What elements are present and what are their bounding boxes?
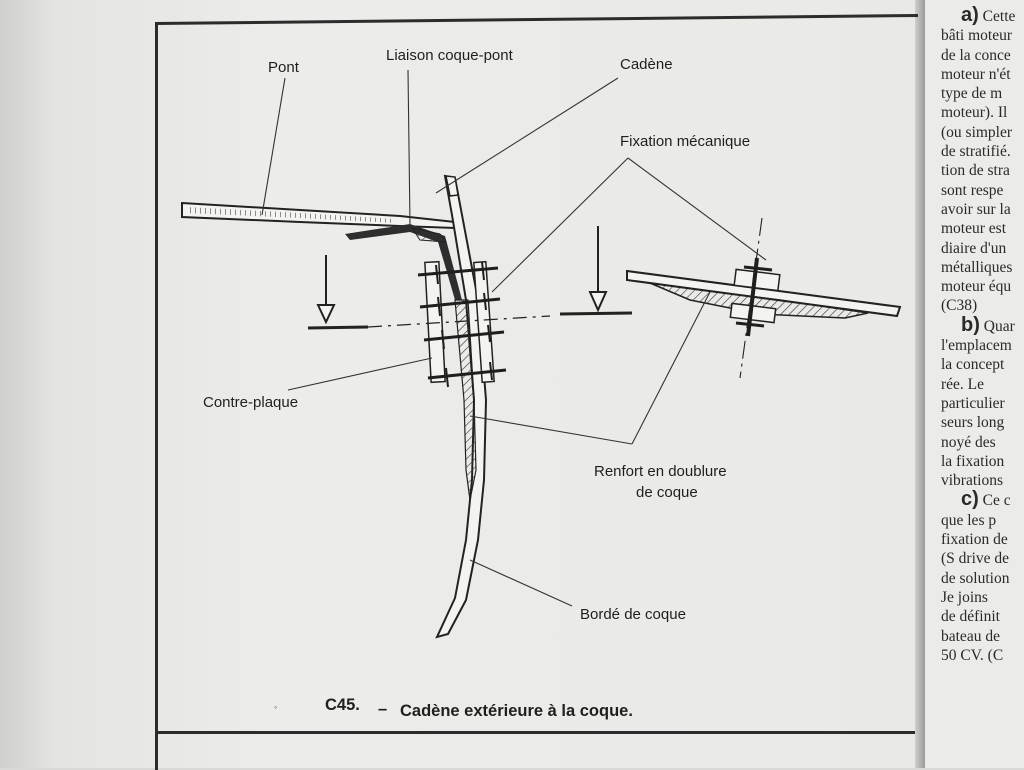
right-page-line: de stratifié. <box>941 142 1024 161</box>
caption-mark: ◦ <box>274 702 277 712</box>
line-text: noyé des <box>941 433 996 451</box>
line-text: de définit <box>941 608 1000 626</box>
backing-plate <box>424 260 495 384</box>
right-page-line: sont respe <box>941 181 1024 200</box>
right-page-line: a) Cette <box>961 4 1024 26</box>
caption-dash: – <box>378 700 387 718</box>
right-page-line: (C38) <box>941 296 1024 315</box>
line-text: (ou simpler <box>941 123 1013 141</box>
label-liaison-coque-pont: Liaison coque-pont <box>386 47 514 64</box>
right-page-line: particulier <box>941 394 1024 413</box>
line-text: (S drive de <box>941 550 1010 568</box>
right-page-line: vibrations <box>941 471 1024 490</box>
line-text: seurs long <box>941 414 1005 432</box>
line-text: Cette <box>978 8 1016 25</box>
line-text: moteur n'ét <box>941 65 1011 83</box>
line-text: métalliques <box>941 258 1013 276</box>
right-page-line: fixation de <box>941 530 1024 549</box>
line-text: Quar <box>979 317 1015 335</box>
line-text: la concept <box>941 356 1005 374</box>
label-fixation-mecanique: Fixation mécanique <box>620 133 750 150</box>
section-view <box>626 217 902 379</box>
right-page-line: noyé des <box>941 433 1024 452</box>
line-text: tion de stra <box>941 162 1010 180</box>
line-text: particulier <box>941 394 1005 412</box>
label-renfort-line1: Renfort en doublure <box>594 463 727 480</box>
hull-deck-joint <box>345 224 462 300</box>
right-page-line: moteur équ <box>941 277 1024 296</box>
line-text: de solution <box>941 569 1010 587</box>
right-page-line: c) Ce c <box>961 488 1024 511</box>
right-page-line: b) Quar <box>961 313 1024 336</box>
bolts <box>417 261 507 388</box>
right-page-line: de la conce <box>941 46 1024 65</box>
right-page-line: 50 CV. (C <box>941 646 1024 665</box>
right-page-line: type de m <box>941 84 1024 103</box>
line-text: vibrations <box>941 472 1003 490</box>
line-text: moteur équ <box>941 278 1012 296</box>
line-text: que les p <box>941 511 997 529</box>
line-text: l'emplacem <box>941 337 1012 355</box>
right-page-line: bâti moteur <box>941 26 1024 45</box>
hull-plating <box>435 174 488 639</box>
line-text: bateau de <box>941 627 1000 645</box>
right-page-line: la fixation <box>941 452 1024 471</box>
deck-shape <box>181 201 456 230</box>
label-pont: Pont <box>268 59 300 76</box>
figure-frame-bottom-rule <box>155 731 915 734</box>
right-page-line: Je joins <box>941 588 1024 607</box>
left-book-page <box>0 0 922 768</box>
caption-text: Cadène extérieure à la coque. <box>400 702 633 720</box>
right-page-line: bateau de <box>941 627 1024 646</box>
leader-lines <box>261 69 767 607</box>
right-page-line: (S drive de <box>941 549 1024 568</box>
label-contre-plaque: Contre-plaque <box>203 394 298 411</box>
right-page-line: métalliques <box>941 258 1024 277</box>
paragraph-letter: b) <box>961 313 980 336</box>
right-page-line: moteur n'ét <box>941 65 1024 84</box>
right-page-line: rée. Le <box>941 375 1024 394</box>
label-cadene: Cadène <box>620 56 673 73</box>
line-text: de la conce <box>941 46 1011 64</box>
right-page-line: tion de stra <box>941 161 1024 180</box>
paragraph-letter: a) <box>961 4 979 26</box>
line-text: avoir sur la <box>941 200 1011 218</box>
line-text: de stratifié. <box>941 143 1011 161</box>
paragraph-letter: c) <box>961 488 979 511</box>
caption-number: C45. <box>325 696 360 714</box>
line-text: 50 CV. (C <box>941 646 1004 664</box>
line-text: bâti moteur <box>941 27 1013 45</box>
line-text: (C38) <box>941 297 978 315</box>
right-page-line: de solution <box>941 569 1024 588</box>
line-text: sont respe <box>941 181 1004 199</box>
right-page-line: seurs long <box>941 413 1024 432</box>
line-text: la fixation <box>941 452 1005 470</box>
line-text: moteur). Il <box>941 104 1008 122</box>
line-text: type de m <box>941 85 1003 103</box>
right-page-line: l'emplacem <box>941 336 1024 355</box>
right-page-line: la concept <box>941 355 1024 374</box>
section-arrows <box>307 226 633 330</box>
line-text: Je joins <box>941 588 988 606</box>
label-borde-de-coque: Bordé de coque <box>580 606 686 623</box>
line-text: Ce c <box>978 492 1011 510</box>
line-text: rée. Le <box>941 375 985 393</box>
right-page-line: de définit <box>941 607 1024 626</box>
line-text: moteur est <box>941 220 1006 238</box>
right-page-line: que les p <box>941 511 1024 530</box>
right-page-line: avoir sur la <box>941 200 1024 219</box>
line-text: fixation de <box>941 531 1008 549</box>
right-page-line: diaire d'un <box>941 239 1024 258</box>
right-page-line: moteur est <box>941 219 1024 238</box>
line-text: diaire d'un <box>941 239 1007 257</box>
book-gutter <box>915 0 927 768</box>
right-page-line: moteur). Il <box>941 103 1024 122</box>
right-page-line: (ou simpler <box>941 123 1024 142</box>
label-renfort-line2: de coque <box>636 484 698 501</box>
